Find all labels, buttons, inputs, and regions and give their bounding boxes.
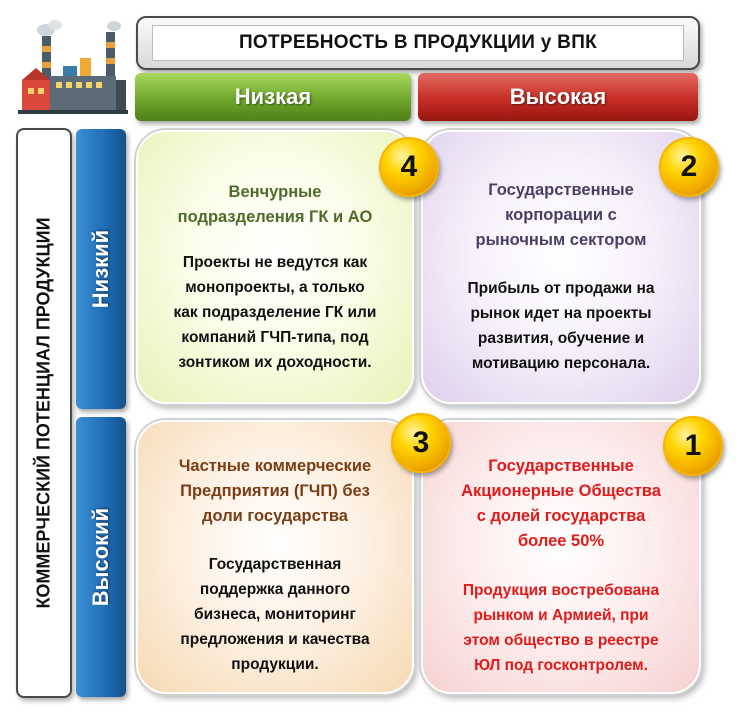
quadrant-2-title-line: корпорации с <box>505 206 617 224</box>
quadrant-2-text-line: Прибыль от продажи на <box>467 280 655 297</box>
quadrant-4: Венчурные подразделения ГК и АО Проекты … <box>136 130 414 404</box>
quadrant-1: Государственные Акционерные Общества с д… <box>421 420 701 694</box>
quadrant-1-text-line: Продукция востребована <box>462 582 660 599</box>
quadrant-1-title-line: с долей государства <box>476 507 646 525</box>
column-header-low: Низкая <box>135 73 411 121</box>
quadrant-4-text-line: компаний ГЧП-типа, под <box>181 329 369 346</box>
quadrant-2-title-line: Государственные <box>488 181 634 199</box>
row-header-low: Низкий <box>76 129 126 409</box>
quadrant-4-text-line: зонтиком их доходности. <box>178 354 372 371</box>
quadrant-3: Частные коммерческие Предприятия (ГЧП) б… <box>136 420 414 694</box>
badge-3: 3 <box>391 413 451 473</box>
quadrant-3-text-line: продукции. <box>231 656 319 673</box>
quadrant-4-text: Проекты не ведутся как монопроекты, а то… <box>156 250 394 375</box>
quadrant-4-title-line: подразделения ГК и АО <box>177 208 373 226</box>
quadrant-1-text: Продукция востребована рынком и Армией, … <box>441 578 681 678</box>
side-axis-text: КОММЕРЧЕСКИЙ ПОТЕНЦИАЛ ПРОДУКЦИИ <box>33 217 54 609</box>
quadrant-3-text-line: бизнеса, мониторинг <box>194 606 356 623</box>
quadrant-4-title-line: Венчурные <box>228 183 322 201</box>
quadrant-3-title-line: Частные коммерческие <box>178 457 372 475</box>
quadrant-3-title-line: доли государства <box>202 507 348 525</box>
quadrant-1-title-line: Акционерные Общества <box>461 482 661 500</box>
quadrant-3-text-line: Государственная <box>208 556 342 573</box>
quadrant-2-title-line: рыночным сектором <box>475 231 647 249</box>
quadrant-4-title: Венчурные подразделения ГК и АО <box>152 180 398 230</box>
badge-1: 1 <box>663 416 723 476</box>
title-bar: ПОТРЕБНОСТЬ В ПРОДУКЦИИ у ВПК <box>136 16 700 70</box>
column-header-high: Высокая <box>418 73 698 121</box>
quadrant-3-text-line: предложения и качества <box>180 631 370 648</box>
quadrant-1-text-line: этом общество в реестре <box>463 632 659 649</box>
quadrant-4-text-line: монопроекты, а только <box>185 279 365 296</box>
quadrant-1-title-line: Государственные <box>488 457 634 475</box>
quadrant-2: Государственные корпорации с рыночным се… <box>421 130 701 404</box>
quadrant-1-title-line: более 50% <box>517 532 605 550</box>
quadrant-2-text-line: развития, обучение и <box>477 330 645 347</box>
row-header-high-label: Высокий <box>88 507 113 607</box>
quadrant-1-title: Государственные Акционерные Общества с д… <box>437 454 685 554</box>
quadrant-2-text: Прибыль от продажи на рынок идет на прое… <box>441 276 681 376</box>
quadrant-2-text-line: рынок идет на проекты <box>470 305 652 322</box>
quadrant-4-text-line: Проекты не ведутся как <box>182 254 368 271</box>
page-title: ПОТРЕБНОСТЬ В ПРОДУКЦИИ у ВПК <box>152 25 684 61</box>
badge-2: 2 <box>659 137 719 197</box>
row-header-high: Высокий <box>76 417 126 697</box>
factory-icon <box>18 20 128 114</box>
quadrant-2-title: Государственные корпорации с рыночным се… <box>437 178 685 253</box>
side-axis-label: КОММЕРЧЕСКИЙ ПОТЕНЦИАЛ ПРОДУКЦИИ <box>16 128 72 698</box>
badge-4: 4 <box>379 137 439 197</box>
quadrant-4-text-line: как подразделение ГК или <box>173 304 377 321</box>
quadrant-1-text-line: ЮЛ под госконтролем. <box>474 657 648 674</box>
quadrant-1-text-line: рынком и Армией, при <box>473 607 649 624</box>
quadrant-3-title: Частные коммерческие Предприятия (ГЧП) б… <box>152 454 398 529</box>
quadrant-3-title-line: Предприятия (ГЧП) без <box>180 482 370 500</box>
quadrant-3-text-line: поддержка данного <box>199 581 351 598</box>
row-header-low-label: Низкий <box>88 229 113 309</box>
quadrant-2-text-line: мотивацию персонала. <box>471 355 651 372</box>
quadrant-3-text: Государственная поддержка данного бизнес… <box>156 552 394 677</box>
